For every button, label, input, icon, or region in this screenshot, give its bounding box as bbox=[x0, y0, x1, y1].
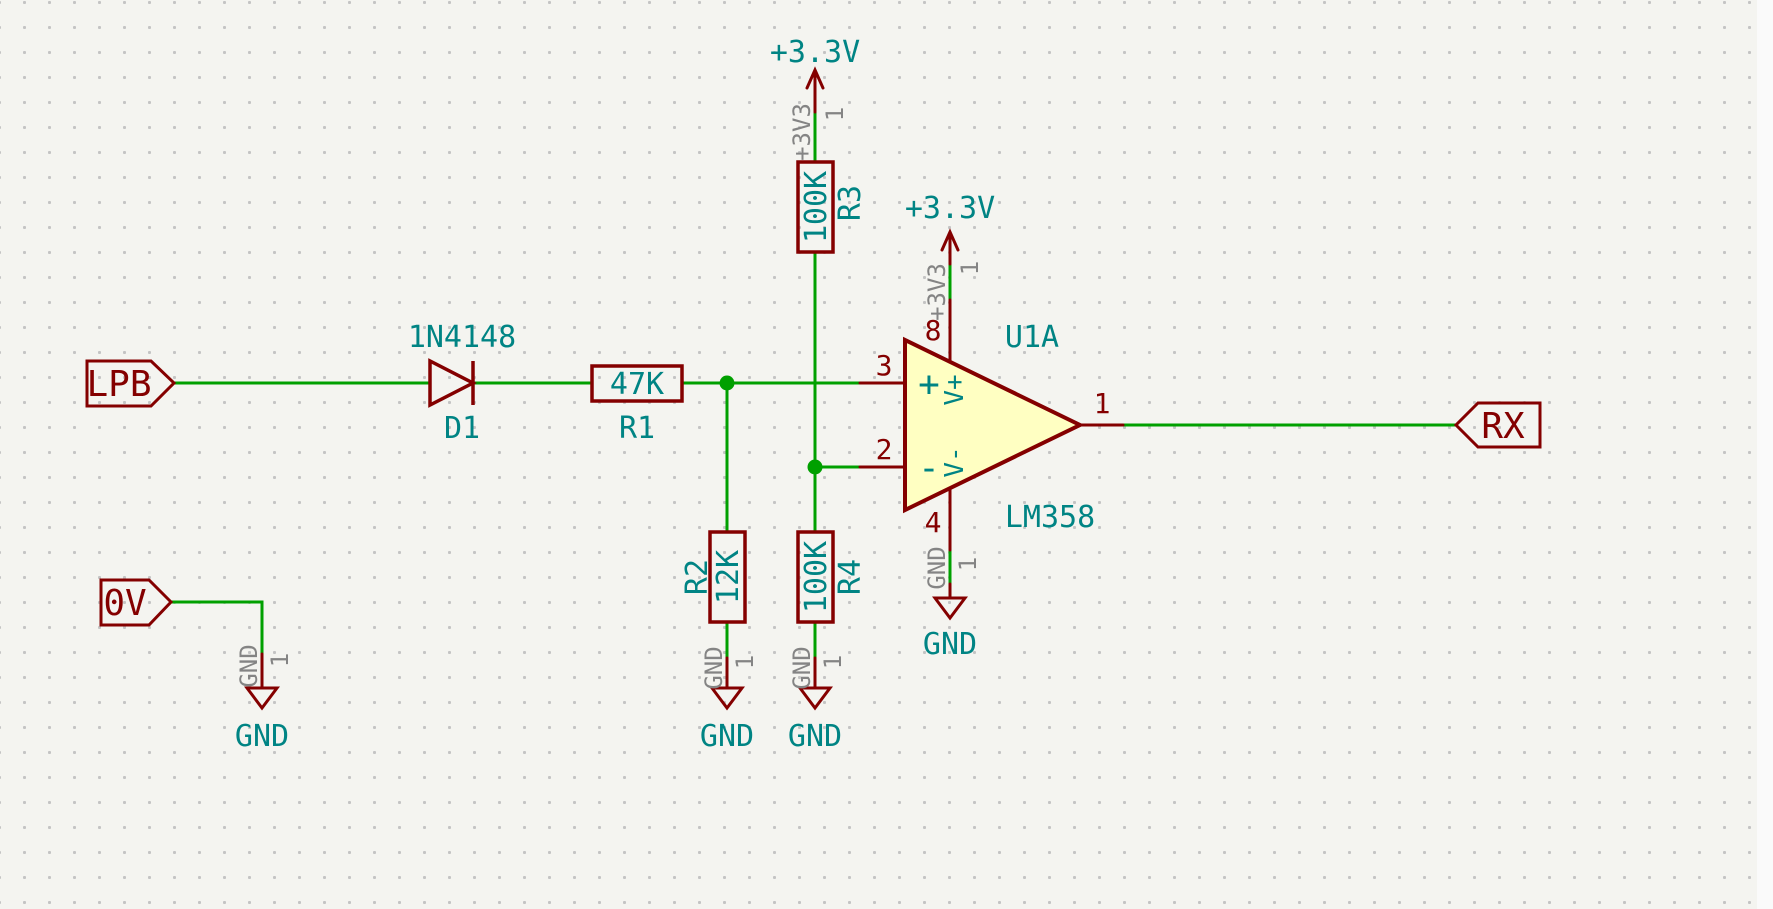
wire-0v-to-gnd[interactable] bbox=[170, 600, 264, 656]
u1a-pin8-number: 8 bbox=[925, 314, 942, 347]
power-gnd-u1-triangle-icon bbox=[932, 596, 968, 621]
wires bbox=[170, 110, 1458, 660]
power-gnd-r2: GND GND 1 bbox=[700, 646, 759, 754]
power-gnd-r4-pin-number: 1 bbox=[819, 655, 847, 669]
power-vcc-u1-pin-number: 1 bbox=[956, 261, 984, 275]
resistor-r2-body[interactable] bbox=[708, 530, 747, 624]
resistor-r4-body[interactable] bbox=[796, 530, 835, 624]
global-label-rx: RX bbox=[1453, 401, 1542, 449]
diode-d1-value[interactable]: 1N4148 bbox=[408, 320, 516, 355]
resistor-r4-ref[interactable]: R4 bbox=[833, 559, 868, 595]
resistor-r4: 100K R4 bbox=[796, 530, 868, 624]
resistor-r3-ref[interactable]: R3 bbox=[833, 185, 868, 221]
power-vcc-r3-pin-number: 1 bbox=[821, 107, 849, 121]
resistor-r1: 47K R1 bbox=[590, 364, 684, 446]
global-label-0v-text: 0V bbox=[103, 583, 146, 624]
resistor-r2-ref[interactable]: R2 bbox=[680, 559, 715, 595]
resistor-r1-ref[interactable]: R1 bbox=[619, 411, 655, 446]
power-vcc-u1-pin-name: +3V3 bbox=[923, 263, 951, 321]
power-gnd-r2-triangle-icon bbox=[709, 686, 745, 711]
junction-divider-inminus bbox=[807, 459, 823, 475]
power-gnd-0v-net: GND bbox=[235, 719, 289, 754]
u1a-value[interactable]: LM358 bbox=[1005, 500, 1095, 535]
u1a-vminus-label: V- bbox=[940, 446, 970, 477]
global-label-lpb-text: LPB bbox=[86, 364, 151, 405]
power-vcc-r3-pin-name: +3V3 bbox=[788, 103, 816, 161]
power-gnd-r4-net: GND bbox=[788, 719, 842, 754]
resistor-r1-body[interactable] bbox=[590, 364, 684, 403]
power-gnd-u1: GND GND 1 bbox=[923, 546, 982, 662]
resistor-r2: 12K R2 bbox=[680, 530, 747, 624]
power-gnd-r2-net: GND bbox=[700, 719, 754, 754]
resistor-r3-body[interactable] bbox=[796, 160, 835, 254]
power-gnd-u1-net: GND bbox=[923, 627, 977, 662]
resistor-r1-value[interactable]: 47K bbox=[610, 367, 664, 402]
u1a-vplus-label: V+ bbox=[940, 374, 970, 405]
power-gnd-0v-pin-name: GND bbox=[235, 644, 263, 687]
power-vcc-u1: +3.3V +3V3 1 bbox=[905, 191, 995, 321]
resistor-r2-value[interactable]: 12K bbox=[711, 550, 746, 604]
power-gnd-0v: GND GND 1 bbox=[235, 644, 294, 754]
power-gnd-0v-pin-number: 1 bbox=[266, 653, 294, 667]
u1a-triangle-body[interactable] bbox=[903, 336, 1085, 514]
power-gnd-u1-pin-number: 1 bbox=[954, 557, 982, 571]
global-label-rx-shape[interactable] bbox=[1453, 401, 1542, 449]
power-gnd-r2-pin-name: GND bbox=[700, 646, 728, 689]
u1a-plus-sign: + bbox=[918, 364, 940, 405]
global-label-0v: 0V bbox=[99, 578, 174, 627]
power-vcc-r3-net: +3.3V bbox=[770, 35, 860, 70]
diode-d1: 1N4148 D1 bbox=[408, 320, 516, 446]
global-label-rx-text: RX bbox=[1481, 406, 1525, 447]
resistor-r3-value[interactable]: 100K bbox=[799, 171, 834, 243]
u1a-pin3-number: 3 bbox=[876, 349, 893, 382]
global-label-lpb-shape[interactable] bbox=[85, 359, 177, 408]
diode-d1-ref[interactable]: D1 bbox=[444, 411, 480, 446]
u1a-minus-sign: - bbox=[918, 448, 940, 489]
power-gnd-u1-pin-name: GND bbox=[923, 546, 951, 589]
resistor-r3: 100K R3 bbox=[796, 160, 868, 254]
scrollbar-track[interactable] bbox=[1757, 0, 1773, 909]
power-gnd-0v-triangle-icon bbox=[244, 686, 280, 711]
resistor-r4-value[interactable]: 100K bbox=[799, 541, 834, 613]
diode-d1-body[interactable] bbox=[428, 358, 477, 408]
power-vcc-r3: +3.3V +3V3 1 bbox=[770, 35, 860, 161]
u1a-pin4-number: 4 bbox=[925, 506, 942, 539]
opamp-u1a: + - V+ V- 3 2 1 8 4 U1A LM358 bbox=[858, 298, 1125, 552]
power-gnd-r2-pin-number: 1 bbox=[731, 655, 759, 669]
power-vcc-u1-arrow-icon bbox=[940, 228, 960, 252]
junction-r1-r2 bbox=[719, 375, 735, 391]
power-gnd-r4-triangle-icon bbox=[797, 686, 833, 711]
u1a-pin2-number: 2 bbox=[876, 433, 893, 466]
power-gnd-r4: GND GND 1 bbox=[788, 646, 847, 754]
u1a-pin1-number: 1 bbox=[1094, 387, 1111, 420]
global-label-0v-shape[interactable] bbox=[99, 578, 174, 627]
power-gnd-r4-pin-name: GND bbox=[788, 646, 816, 689]
u1a-ref[interactable]: U1A bbox=[1005, 320, 1059, 355]
global-label-lpb: LPB bbox=[85, 359, 177, 408]
power-vcc-u1-net: +3.3V bbox=[905, 191, 995, 226]
power-vcc-r3-arrow-icon bbox=[805, 66, 825, 90]
